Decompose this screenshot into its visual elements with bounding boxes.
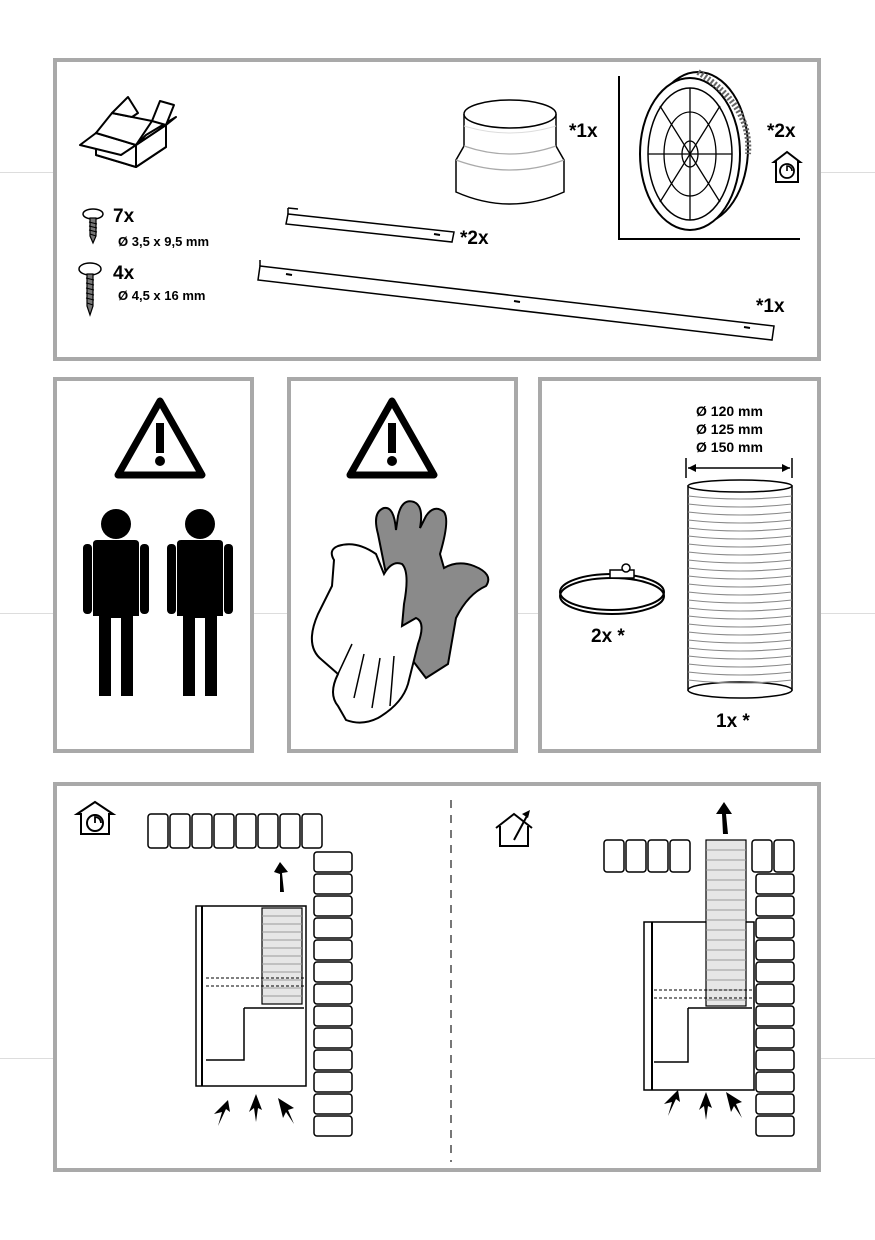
screws-large-qty: 4x xyxy=(113,263,135,284)
mode-divider xyxy=(450,800,452,1162)
recirculation-icon xyxy=(771,150,803,183)
filter-frame xyxy=(618,76,800,240)
reducer-qty: *1x xyxy=(569,121,598,142)
hose-qty: 1x * xyxy=(716,711,750,732)
gloves-icon xyxy=(311,500,490,724)
warning-icon xyxy=(114,397,206,479)
recirculation-icon xyxy=(73,800,117,835)
warning-icon xyxy=(346,397,438,479)
extraction-installation-drawing xyxy=(603,802,795,1137)
two-person-icon xyxy=(83,509,233,696)
hose-clamp-drawing xyxy=(559,563,665,615)
bracket-qty: *2x xyxy=(460,228,489,249)
diameter-arrow xyxy=(685,458,793,478)
box-icon xyxy=(79,96,177,168)
flexible-hose-drawing xyxy=(687,479,793,699)
bracket-drawing xyxy=(285,207,455,243)
screw-icon xyxy=(78,262,102,317)
extraction-icon xyxy=(495,810,533,847)
clamp-qty: 2x * xyxy=(591,626,625,647)
screws-large-size: Ø 4,5 x 16 mm xyxy=(118,288,206,303)
screws-small-qty: 7x xyxy=(113,206,135,227)
diameter-120: Ø 120 mm xyxy=(696,403,763,419)
recirculation-installation-drawing xyxy=(147,813,353,1137)
screws-small-size: Ø 3,5 x 9,5 mm xyxy=(118,234,210,249)
duct-reducer-drawing xyxy=(455,99,565,205)
screw-icon xyxy=(82,208,104,245)
rail-drawing xyxy=(257,260,775,341)
filter-qty: *2x xyxy=(767,121,796,142)
diameter-125: Ø 125 mm xyxy=(696,421,763,437)
carbon-filter-drawing xyxy=(639,69,752,231)
rail-qty: *1x xyxy=(756,296,785,317)
diameter-150: Ø 150 mm xyxy=(696,439,763,455)
